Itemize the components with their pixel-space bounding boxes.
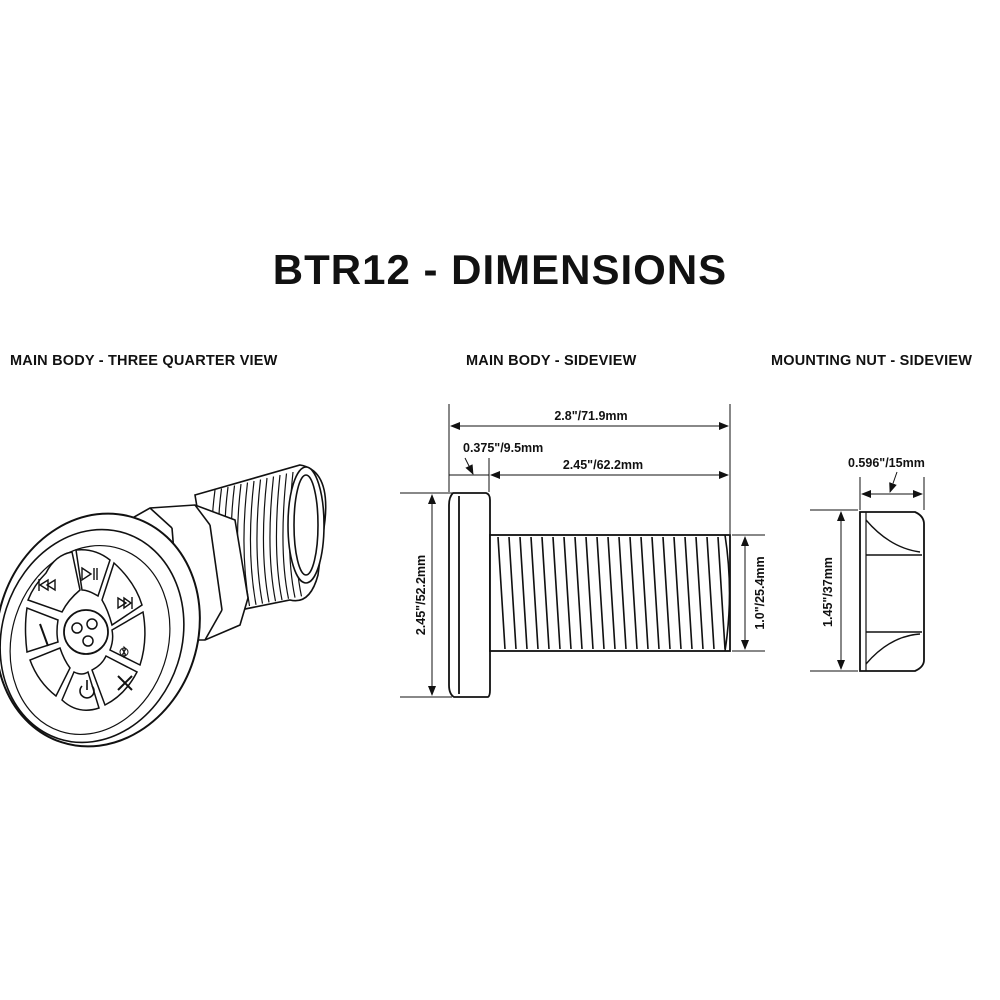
- thread-ridge: [651, 536, 660, 650]
- power-icon: [79, 680, 95, 699]
- play-pause-icon: [81, 566, 98, 582]
- section-label-three-quarter: MAIN BODY - THREE QUARTER VIEW: [10, 353, 278, 369]
- thread-ridge: [640, 536, 649, 650]
- dimension-lines-side: [400, 404, 765, 698]
- dimension-lines-nut: [810, 471, 925, 672]
- section-label-sideview: MAIN BODY - SIDEVIEW: [466, 353, 637, 369]
- thread-ridge: [618, 536, 627, 650]
- dim-flange-thickness: 0.375"/9.5mm: [463, 441, 543, 455]
- thread-ridge: [563, 536, 572, 650]
- thread-ridge-3q: [249, 480, 257, 605]
- thread-ridge-3q: [275, 474, 283, 601]
- thread-body-side: [489, 534, 731, 652]
- bluetooth-icon: [119, 645, 129, 659]
- thread-ridge: [717, 536, 726, 650]
- volume-down-icon: [39, 623, 49, 647]
- thread-ridge: [684, 536, 693, 650]
- flange-side: [448, 492, 491, 698]
- thread-ridge-3q: [282, 473, 290, 599]
- dim-overall-length: 2.8"/71.9mm: [554, 409, 627, 423]
- thread-ridge: [519, 536, 528, 650]
- thread-ridge: [629, 536, 638, 650]
- dim-flange-diameter: 2.45"/52.2mm: [414, 555, 428, 635]
- thread-ridge: [530, 536, 539, 650]
- nut-side-view: [810, 471, 925, 672]
- thread-ridge-3q: [262, 477, 270, 603]
- thread-ridge: [607, 536, 616, 650]
- dim-thread-length: 2.45"/62.2mm: [563, 458, 643, 472]
- thread-ridge: [695, 536, 704, 650]
- thread-ridge: [596, 536, 605, 650]
- thread-ridge: [662, 536, 671, 650]
- thread-ridge: [706, 536, 715, 650]
- previous-track-icon: [38, 578, 56, 592]
- button-cluster: [24, 548, 146, 711]
- thread-ridge: [673, 536, 682, 650]
- next-track-icon: [117, 596, 133, 610]
- page-title: BTR12 - DIMENSIONS: [272, 246, 728, 293]
- thread-ridge-3q: [256, 479, 264, 604]
- dim-thread-diameter: 1.0"/25.4mm: [753, 556, 767, 629]
- thread-ridge: [541, 536, 550, 650]
- thread-ridge: [497, 536, 506, 650]
- thread-ridge: [552, 536, 561, 650]
- thread-ridge: [508, 536, 517, 650]
- side-view: [400, 404, 765, 698]
- thread-ridge-3q: [269, 476, 277, 602]
- nut-body: [859, 511, 925, 672]
- section-label-nut-sideview: MOUNTING NUT - SIDEVIEW: [771, 353, 973, 369]
- volume-up-icon: [117, 675, 133, 691]
- dim-nut-height: 1.45"/37mm: [821, 557, 835, 627]
- dim-nut-thickness: 0.596"/15mm: [848, 456, 925, 470]
- three-quarter-view: [0, 464, 327, 748]
- thread-ridge: [585, 536, 594, 650]
- thread-ridge: [574, 536, 583, 650]
